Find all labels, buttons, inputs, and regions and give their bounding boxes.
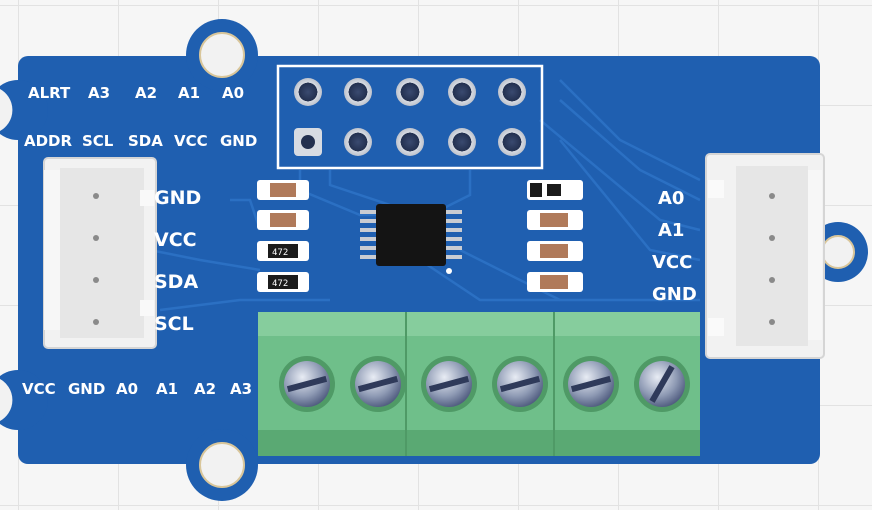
label-a1: A1 xyxy=(178,84,200,102)
header-pin xyxy=(396,78,424,106)
header-pin xyxy=(498,78,526,106)
label-a3: A3 xyxy=(88,84,110,102)
screw-slot xyxy=(499,375,541,393)
pin-header xyxy=(276,64,544,170)
header-pins-row2 xyxy=(294,128,526,156)
left-label-sda: SDA xyxy=(154,271,198,293)
left-connector-labels: GND VCC SDA SCL xyxy=(154,187,201,335)
bottom-label-gnd: GND xyxy=(68,380,105,398)
bottom-label-a2: A2 xyxy=(194,380,216,398)
screw-slot xyxy=(357,375,399,393)
screw-slot xyxy=(428,375,470,393)
top-labels: ALRT A3 A2 A1 A0 ADDR SCL SDA VCC GND xyxy=(24,84,257,150)
bottom-label-a3: A3 xyxy=(230,380,252,398)
label-gnd: GND xyxy=(220,132,257,150)
bottom-label-a0: A0 xyxy=(116,380,138,398)
left-label-gnd: GND xyxy=(154,187,201,209)
left-label-scl: SCL xyxy=(154,313,194,335)
terminal-screws xyxy=(279,356,690,412)
label-scl: SCL xyxy=(82,132,114,150)
bottom-label-a1: A1 xyxy=(156,380,178,398)
label-a2: A2 xyxy=(135,84,157,102)
screw-terminal-block xyxy=(258,312,700,456)
right-smd-components xyxy=(527,180,583,292)
right-label-a0: A0 xyxy=(658,188,684,209)
right-label-a1: A1 xyxy=(658,220,684,241)
copper-traces xyxy=(149,79,701,312)
label-alrt: ALRT xyxy=(28,84,71,102)
left-grove-connector xyxy=(43,157,157,349)
screw-slot xyxy=(570,375,612,393)
label-vcc: VCC xyxy=(174,132,208,150)
bottom-labels: VCC GND A0 A1 A2 A3 xyxy=(22,380,252,398)
screw-slot xyxy=(649,365,675,403)
screw-slot xyxy=(286,375,328,393)
mounting-holes xyxy=(0,32,855,488)
left-label-vcc: VCC xyxy=(154,229,197,251)
resistor-mark: 472 xyxy=(272,248,288,258)
resistor-mark: 472 xyxy=(272,279,288,289)
label-sda: SDA xyxy=(128,132,163,150)
header-pin xyxy=(344,78,372,106)
header-pin xyxy=(498,128,526,156)
right-label-gnd: GND xyxy=(652,284,697,305)
right-label-vcc: VCC xyxy=(652,252,692,273)
bottom-label-vcc: VCC xyxy=(22,380,56,398)
label-a0: A0 xyxy=(222,84,244,102)
label-addr: ADDR xyxy=(24,132,73,150)
right-connector-labels: A0 A1 VCC GND xyxy=(652,188,697,305)
header-pins-row1 xyxy=(294,78,526,106)
adc-chip xyxy=(360,204,462,274)
left-smd-components: 472 472 xyxy=(257,180,309,292)
header-pin xyxy=(448,78,476,106)
header-pin xyxy=(294,78,322,106)
header-pin xyxy=(344,128,372,156)
header-pin xyxy=(396,128,424,156)
header-pin xyxy=(448,128,476,156)
right-grove-connector xyxy=(705,153,825,359)
